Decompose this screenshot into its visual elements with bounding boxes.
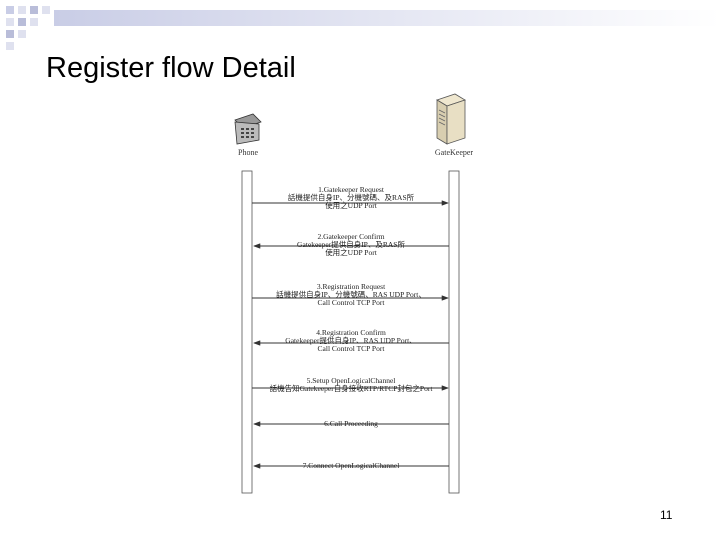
message-line: 6.Call Proceeding (324, 419, 378, 428)
message-line: 話機告知Gatekeeper自身接收RTP/RTCP封包之Port (269, 384, 433, 393)
phone-lifeline (241, 170, 253, 494)
message-line: 話機提供自身IP、分機號碼、及RAS所 (287, 193, 415, 202)
gatekeeper-lifeline (448, 170, 460, 494)
message-line: 話機提供自身IP、分機號碼、RAS UDP Port、 (276, 290, 426, 299)
page-number: 11 (660, 508, 673, 522)
message-line: 2.Gatekeeper Confirm (317, 232, 385, 241)
message-line: Gatekeeper提供自身IP、RAS UDP Port、 (285, 336, 417, 345)
actor-phone-label: Phone (238, 148, 258, 157)
message-line: 使用之UDP Port (325, 248, 377, 257)
message-line: Call Control TCP Port (317, 298, 385, 307)
message-line: 使用之UDP Port (325, 201, 377, 210)
message-line: 7.Connect OpenLogicalChannel (302, 461, 400, 470)
message-2: 2.Gatekeeper Confirm Gatekeeper提供自身IP、及R… (262, 233, 440, 257)
message-line: 4.Registration Confirm (316, 328, 386, 337)
telephone-icon (234, 113, 262, 145)
server-icon (436, 93, 466, 145)
message-5: 5.Setup OpenLogicalChannel 話機告知Gatekeepe… (262, 377, 440, 393)
message-line: Call Control TCP Port (317, 344, 385, 353)
message-line: 1.Gatekeeper Request (318, 185, 384, 194)
message-6: 6.Call Proceeding (262, 420, 440, 428)
corner-gradient-bar (54, 10, 720, 26)
corner-decoration (0, 0, 720, 50)
message-line: Gatekeeper提供自身IP、及RAS所 (297, 240, 405, 249)
actor-gatekeeper-label: GateKeeper (434, 148, 474, 157)
message-line: 5.Setup OpenLogicalChannel (306, 376, 396, 385)
message-7: 7.Connect OpenLogicalChannel (262, 462, 440, 470)
message-3: 3.Registration Request 話機提供自身IP、分機號碼、RAS… (262, 283, 440, 307)
message-4: 4.Registration Confirm Gatekeeper提供自身IP、… (262, 329, 440, 353)
message-1: 1.Gatekeeper Request 話機提供自身IP、分機號碼、及RAS所… (262, 186, 440, 210)
slide-title: Register flow Detail (46, 52, 296, 84)
message-line: 3.Registration Request (316, 282, 386, 291)
